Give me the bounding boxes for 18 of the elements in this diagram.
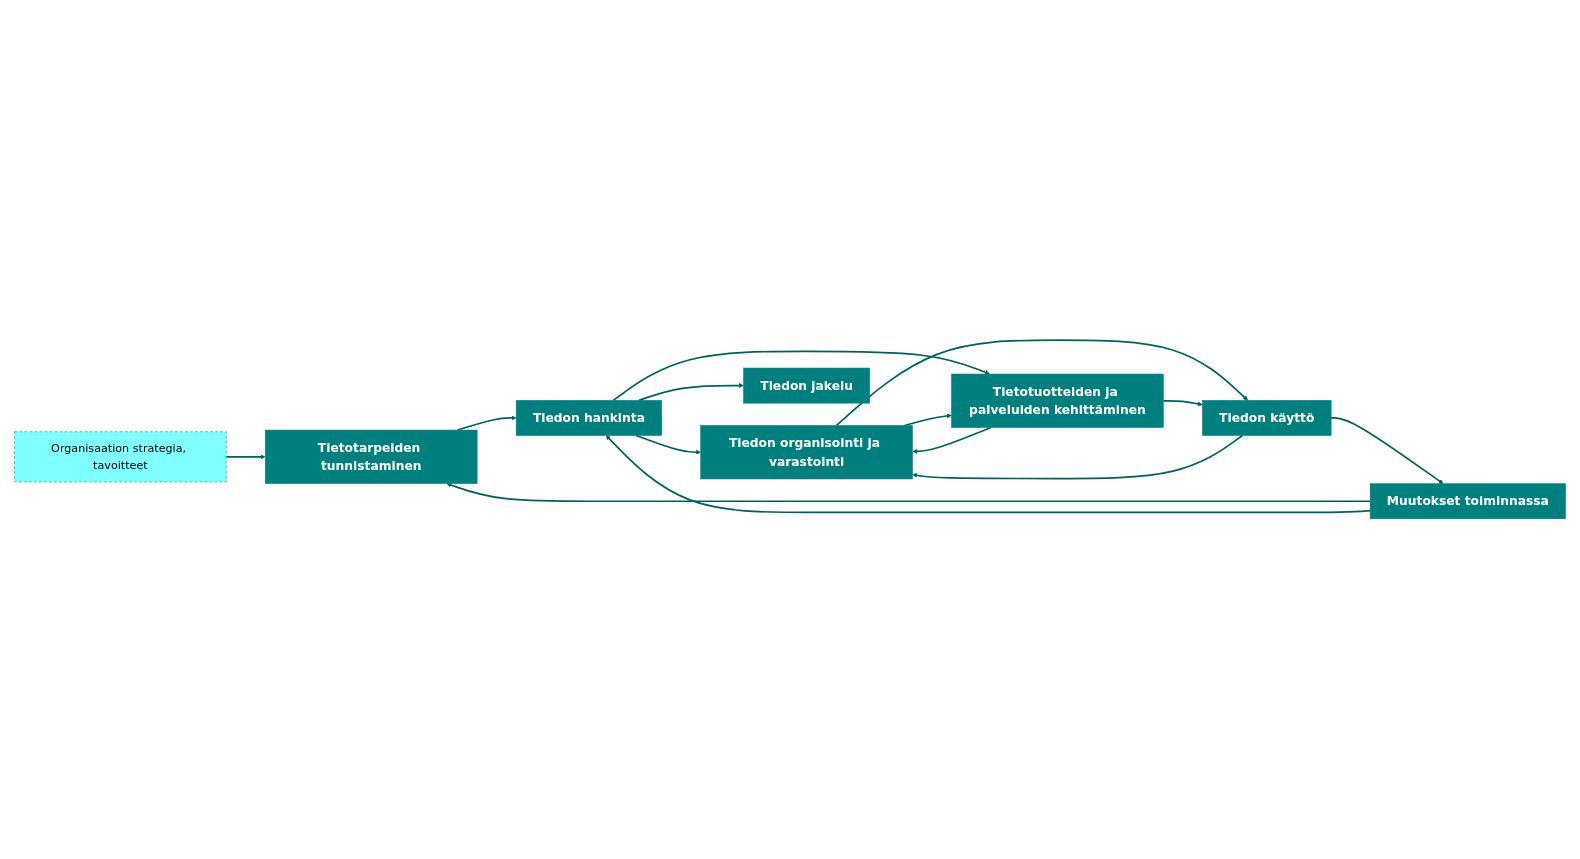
arrow bbox=[446, 482, 1371, 503]
node-box: Tietotuotteiden ja palveluiden kehittäminen bbox=[951, 373, 1164, 428]
arrow bbox=[612, 350, 990, 402]
node-box: Tiedon organisointi ja varastointi bbox=[700, 425, 913, 480]
node-box: Tiedon hankinta bbox=[515, 400, 662, 436]
node-box: Muutokset toiminnassa bbox=[1369, 483, 1566, 520]
node-box: Tietotarpeiden tunnistaminen bbox=[265, 429, 478, 484]
node-box: Organisaation strategia, tavoitteet bbox=[14, 431, 227, 483]
arrow bbox=[1162, 399, 1203, 407]
arrow bbox=[1330, 417, 1444, 484]
node-box: Tiedon jakelu bbox=[743, 367, 870, 404]
arrow bbox=[912, 426, 992, 454]
arrow bbox=[638, 383, 744, 402]
arrow bbox=[912, 434, 1244, 480]
node-box: Tiedon käyttö bbox=[1202, 400, 1332, 436]
arrow bbox=[605, 435, 1371, 514]
arrow bbox=[635, 434, 701, 455]
arrow bbox=[225, 454, 266, 460]
